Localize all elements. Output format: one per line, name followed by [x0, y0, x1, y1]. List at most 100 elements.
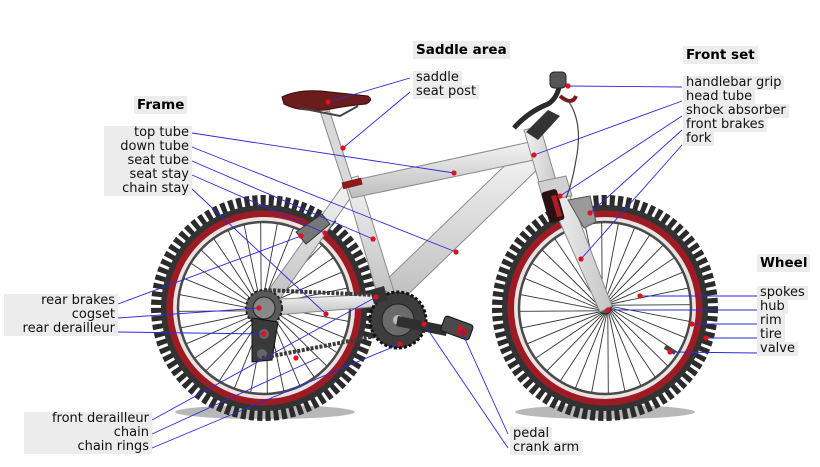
frame-heading: Frame	[134, 96, 188, 114]
front-spoke	[522, 311, 602, 329]
marker-seat-post	[340, 145, 346, 151]
brake-cable	[565, 97, 580, 199]
leader-pedal	[459, 327, 509, 435]
front-spoke	[603, 228, 635, 304]
marker-chain-stay	[323, 311, 329, 317]
front-spoke	[605, 245, 664, 304]
front-rim-band	[507, 210, 703, 406]
label-chain-rings: chain rings	[24, 440, 152, 454]
marker-spokes	[637, 293, 643, 299]
saddle-rail	[299, 105, 359, 118]
front-spoke	[560, 312, 606, 381]
front-spoke	[532, 263, 601, 309]
leader-handlebar-grip	[567, 85, 683, 88]
frame	[259, 125, 613, 317]
marker-handlebar-grip	[565, 83, 571, 89]
marker-crank-arm	[421, 321, 427, 327]
label-front-derailleur: front derailleur	[24, 412, 152, 426]
leader-chain-rings	[151, 343, 401, 449]
marker-dots	[256, 83, 709, 361]
leader-top-tube	[191, 132, 455, 174]
leader-front-brakes	[589, 129, 683, 214]
marker-seat-tube	[370, 236, 376, 242]
front-spoke	[591, 312, 608, 393]
front-tire	[492, 195, 718, 421]
label-seat-tube: seat tube	[104, 154, 192, 168]
marker-tire	[703, 335, 709, 341]
front-set-heading: Front set	[683, 46, 758, 64]
marker-down-tube	[453, 249, 459, 255]
rear-tire	[151, 195, 377, 421]
front-tire-body	[502, 205, 708, 411]
label-top-tube: top tube	[104, 126, 192, 140]
label-down-tube: down tube	[104, 140, 192, 154]
handlebar-grip	[549, 71, 567, 89]
label-saddle: saddle	[413, 71, 462, 85]
marker-seat-stay	[322, 230, 328, 236]
marker-shock-absorber	[557, 193, 563, 199]
label-pedal: pedal	[510, 427, 553, 441]
label-cogset: cogset	[4, 308, 118, 322]
label-seat-stay: seat stay	[104, 168, 192, 182]
front-spoke	[542, 249, 601, 308]
front-rim-sidewall	[514, 217, 696, 399]
pedal	[440, 315, 474, 341]
leader-front-derailleur	[151, 296, 377, 421]
saddle-area-heading: Saddle area	[413, 41, 510, 59]
front-spoke	[608, 310, 642, 386]
marker-top-tube	[451, 170, 457, 176]
shock-absorber-boot	[551, 194, 563, 218]
leader-lines	[117, 77, 759, 449]
front-spoke	[520, 294, 601, 311]
leader-seat-tube	[191, 160, 374, 240]
rear-brake-caliper	[295, 213, 331, 245]
front-spoke	[609, 308, 668, 367]
leader-fork	[580, 144, 683, 260]
front-spoke	[607, 312, 609, 393]
front-spoke	[609, 309, 656, 378]
fork	[549, 195, 613, 313]
leader-rear-brakes	[117, 235, 302, 305]
front-spoke	[606, 257, 675, 304]
wheel-heading: Wheel	[757, 254, 811, 272]
front-wheel	[492, 195, 718, 421]
front-derailleur	[370, 286, 388, 304]
front-spoke	[527, 311, 603, 345]
label-shock-absorber: shock absorber	[683, 104, 789, 118]
front-spoke	[609, 305, 690, 322]
label-handlebar-grip: handlebar grip	[683, 76, 785, 90]
label-spokes: spokes	[757, 286, 808, 300]
leader-chain	[151, 357, 319, 435]
handlebar	[512, 81, 563, 130]
front-spoke	[609, 306, 685, 338]
label-chain-stay: chain stay	[104, 182, 192, 196]
front-spoke	[575, 312, 607, 388]
leader-cogset	[117, 307, 260, 319]
front-spoke	[609, 304, 690, 306]
label-fork: fork	[683, 132, 715, 146]
label-seat-post: seat post	[413, 85, 480, 99]
leader-rear-derailleur	[117, 331, 265, 335]
label-crank-arm: crank arm	[510, 441, 583, 455]
marker-head-tube	[531, 152, 537, 158]
label-hub: hub	[757, 300, 788, 314]
front-spoke	[546, 312, 605, 371]
front-spoke	[604, 235, 650, 304]
label-tire: tire	[757, 328, 785, 342]
leader-saddle	[327, 77, 411, 103]
crank-arm	[396, 316, 448, 336]
label-rear-brakes: rear brakes	[4, 294, 118, 308]
leader-crank-arm	[423, 323, 509, 449]
leader-head-tube	[533, 100, 683, 156]
leader-valve	[669, 351, 759, 354]
marker-chain	[293, 355, 299, 361]
leader-down-tube	[191, 146, 457, 253]
front-rim	[517, 220, 693, 396]
marker-front-brakes	[587, 210, 593, 216]
marker-pedal	[457, 325, 463, 331]
leader-seat-stay	[191, 174, 326, 234]
front-spoke	[608, 311, 626, 391]
front-spoke	[535, 312, 604, 359]
